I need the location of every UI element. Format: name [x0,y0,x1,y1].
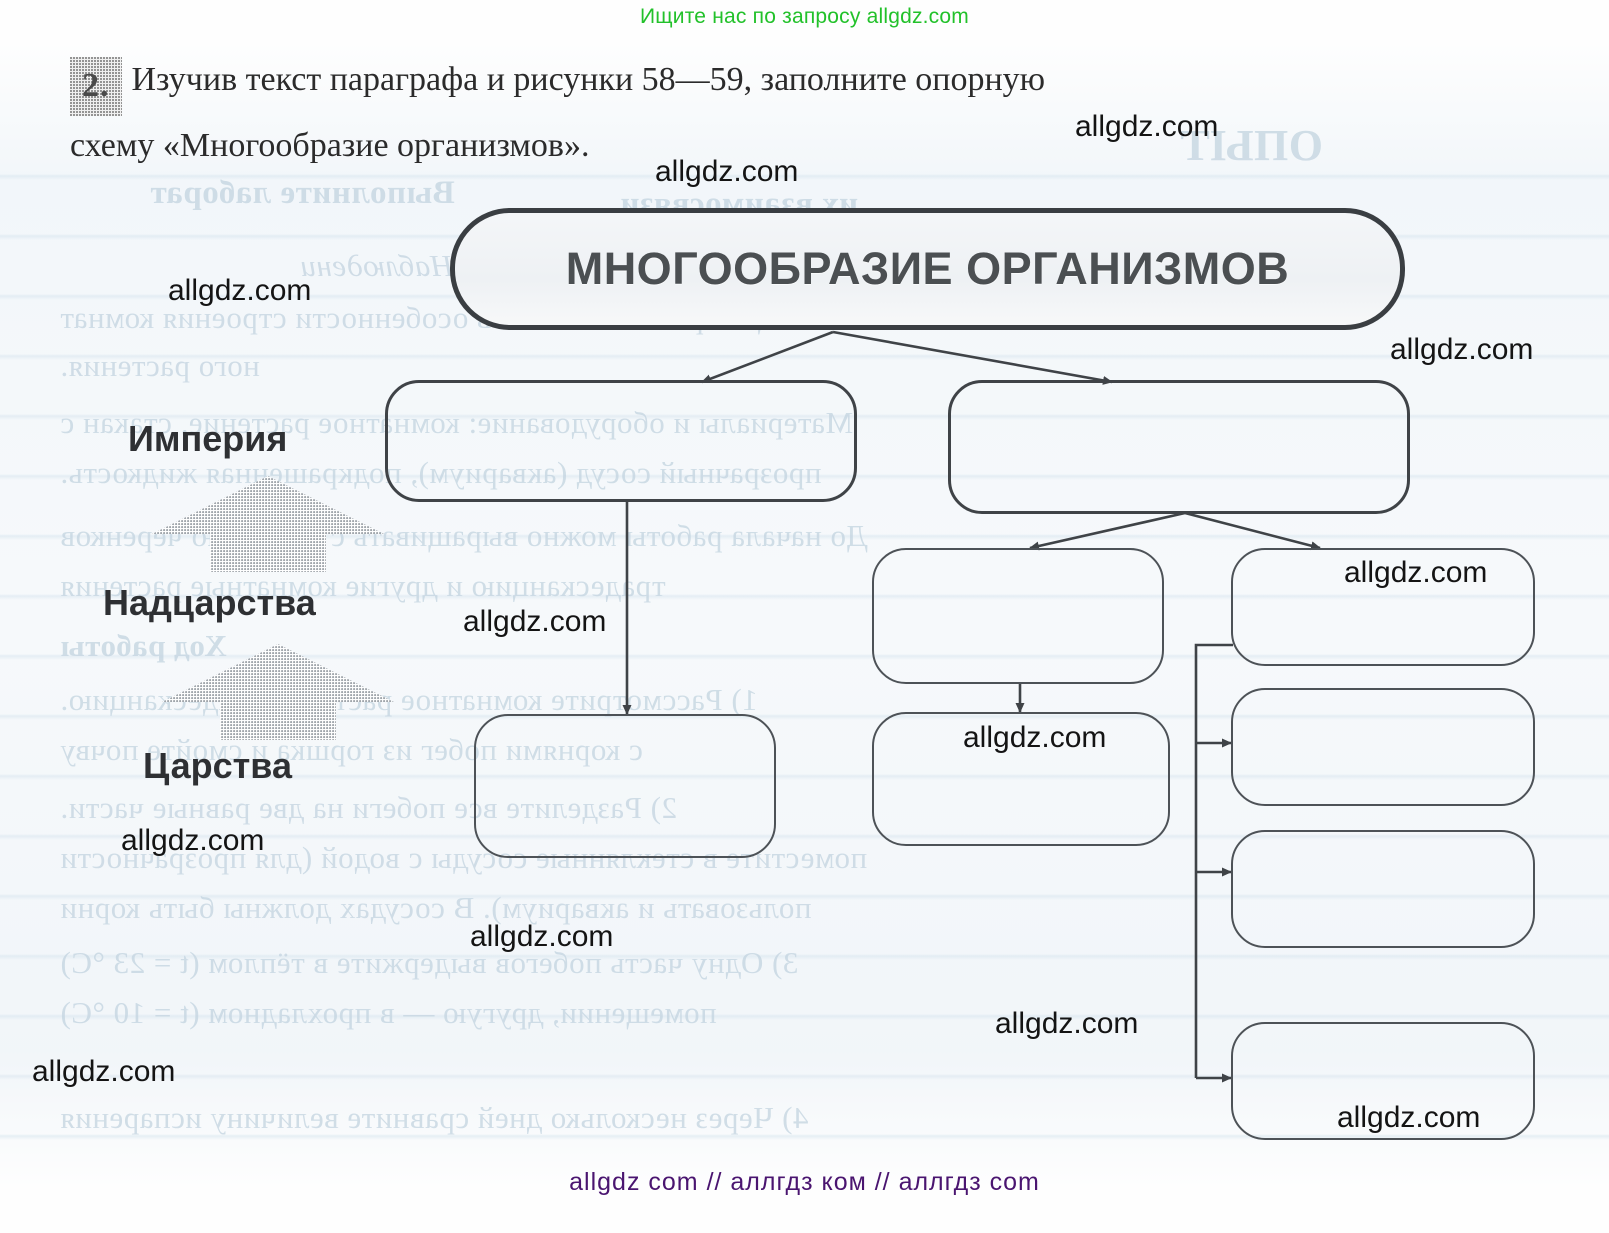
watermark-text: allgdz.com [1344,556,1488,589]
rank-up-arrow-2 [162,644,394,740]
task-number-badge: 2. [70,57,122,116]
watermark-text: allgdz.com [655,155,799,188]
watermark-text: allgdz.com [32,1055,176,1088]
rank-up-arrow-1 [152,476,384,572]
watermark-text: allgdz.com [168,274,312,307]
bottom-promo-banner: allgdz com // аллгдз ком // аллгдз com [569,1168,1040,1196]
blank-left-super[interactable] [385,380,857,502]
bleed-through-text: Наблюдени [300,248,454,283]
blank-right-kingdom-1[interactable] [1231,548,1535,666]
watermark-text: allgdz.com [463,605,607,638]
blank-left-kingdom[interactable] [474,714,776,858]
blank-right-kingdom-3[interactable] [1231,830,1535,948]
diagram-title-box: МНОГООБРАЗИЕ ОРГАНИЗМОВ [450,208,1405,330]
watermark-text: allgdz.com [1390,333,1534,366]
watermark-text: allgdz.com [963,721,1107,754]
diagram-title-text: МНОГООБРАЗИЕ ОРГАНИЗМОВ [565,243,1290,294]
bleed-through-text: помещении, другую — в прохладном (t = 10… [60,995,717,1030]
blank-right-kingdom-4[interactable] [1231,1022,1535,1140]
blank-right-super[interactable] [948,380,1410,514]
bleed-through-text: Выполните лаборат [150,175,455,211]
bleed-through-text: 3) Одну часть побегов выдержите в тёплом… [60,945,799,980]
task-heading: 2.Изучив текст параграфа и рисунки 58—59… [70,54,1600,171]
task-text-line-1: Изучив текст параграфа и рисунки 58—59, … [131,61,1046,98]
watermark-text: allgdz.com [1075,110,1219,143]
watermark-text: allgdz.com [121,824,265,857]
blank-mid-kingdom-1[interactable] [872,548,1164,684]
rank-label-superkingdoms: Надцарства [103,582,316,623]
watermark-text: allgdz.com [1337,1101,1481,1134]
blank-mid-kingdom-2[interactable] [872,712,1170,846]
rank-label-kingdoms: Царства [143,745,292,786]
bleed-through-text: 4) Через несколько дней сравните величин… [60,1100,809,1135]
watermark-text: allgdz.com [995,1007,1139,1040]
bleed-through-text: ного растения. [60,348,260,383]
watermark-text: allgdz.com [470,920,614,953]
bleed-through-text: пользовать и аквариум). В сосудах должны… [60,890,812,925]
task-text-line-2: схему «Многообразие организмов». [70,127,590,164]
rank-label-empire: Империя [128,418,288,459]
top-promo-banner: Ищите нас по запросу allgdz.com [640,5,969,28]
blank-right-kingdom-2[interactable] [1231,688,1535,806]
